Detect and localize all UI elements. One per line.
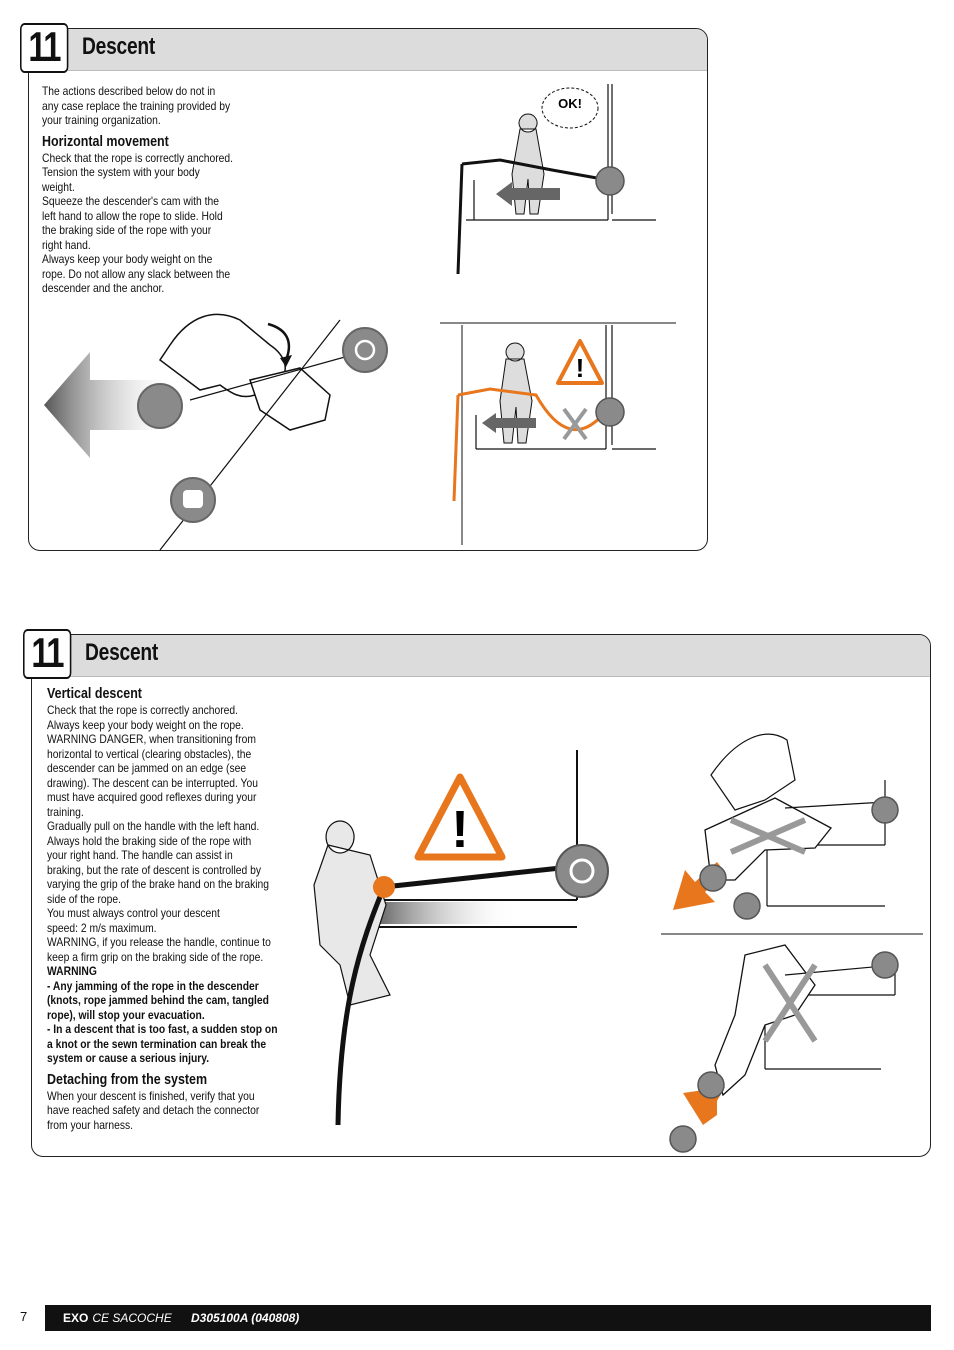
anchor-icon — [555, 844, 609, 898]
descender-device — [249, 367, 331, 431]
cam-squeeze-illustration — [44, 313, 388, 551]
subhead-detaching: Detaching from the system — [47, 1071, 208, 1088]
section-title: Descent — [85, 639, 159, 666]
product-sub: CE SACOCHE — [92, 1311, 172, 1325]
subhead-horizontal-movement: Horizontal movement — [42, 133, 169, 150]
intro-text: The actions described below do not in an… — [42, 84, 231, 127]
warning-triangle-icon — [414, 773, 506, 861]
ok-traverse-illustration: OK! — [440, 84, 676, 324]
step-number: 11 — [20, 23, 69, 73]
section-header — [29, 29, 707, 71]
descender-icon — [699, 864, 727, 892]
left-arrow-icon — [44, 352, 180, 458]
footer-reference: D305100A (040808) — [191, 1311, 300, 1325]
step-number: 11 — [23, 629, 72, 679]
edge-jamming-illustration — [661, 733, 923, 935]
anchor-icon — [871, 951, 899, 979]
anchor-icon — [871, 796, 899, 824]
product-name: EXO — [63, 1311, 89, 1325]
left-arrow-icon — [482, 413, 536, 433]
ok-label: OK! — [558, 96, 582, 111]
horizontal-instructions: Check that the rope is correctly anchore… — [42, 150, 234, 296]
section-vertical-panel — [31, 634, 931, 1157]
anchor-icon — [342, 327, 388, 373]
fist-icon — [669, 1125, 697, 1153]
rope-jammed-illustration — [669, 944, 899, 1153]
vertical-instructions: Check that the rope is correctly anchore… — [47, 703, 271, 964]
anchor-icon — [595, 166, 625, 196]
detaching-instructions: When your descent is finished, verify th… — [47, 1088, 260, 1132]
slack-warning-illustration: ! — [452, 325, 656, 545]
warning-symbol: ! — [576, 353, 585, 383]
warning-text: WARNING - Any jamming of the rope in the… — [47, 964, 278, 1065]
descender-device — [714, 944, 816, 1097]
anchor-icon — [595, 397, 625, 427]
hand-illustration — [710, 733, 796, 811]
descender-icon — [137, 383, 183, 429]
subhead-vertical-descent: Vertical descent — [47, 686, 142, 702]
left-arrow-icon — [496, 182, 560, 206]
section-title: Descent — [82, 33, 156, 60]
section-header — [32, 635, 930, 677]
vertical-text: Vertical descent Check that the rope is … — [47, 686, 297, 1132]
page-number: 7 — [20, 1309, 28, 1324]
ok-bubble — [541, 87, 599, 129]
warning-triangle-icon — [556, 339, 604, 385]
horizontal-text: The actions described below do not in an… — [42, 84, 257, 296]
warning-symbol: ! — [451, 801, 468, 859]
fist-icon — [733, 892, 761, 920]
vertical-descent-illustration: ! — [313, 750, 609, 1126]
descender-icon — [697, 1071, 725, 1099]
